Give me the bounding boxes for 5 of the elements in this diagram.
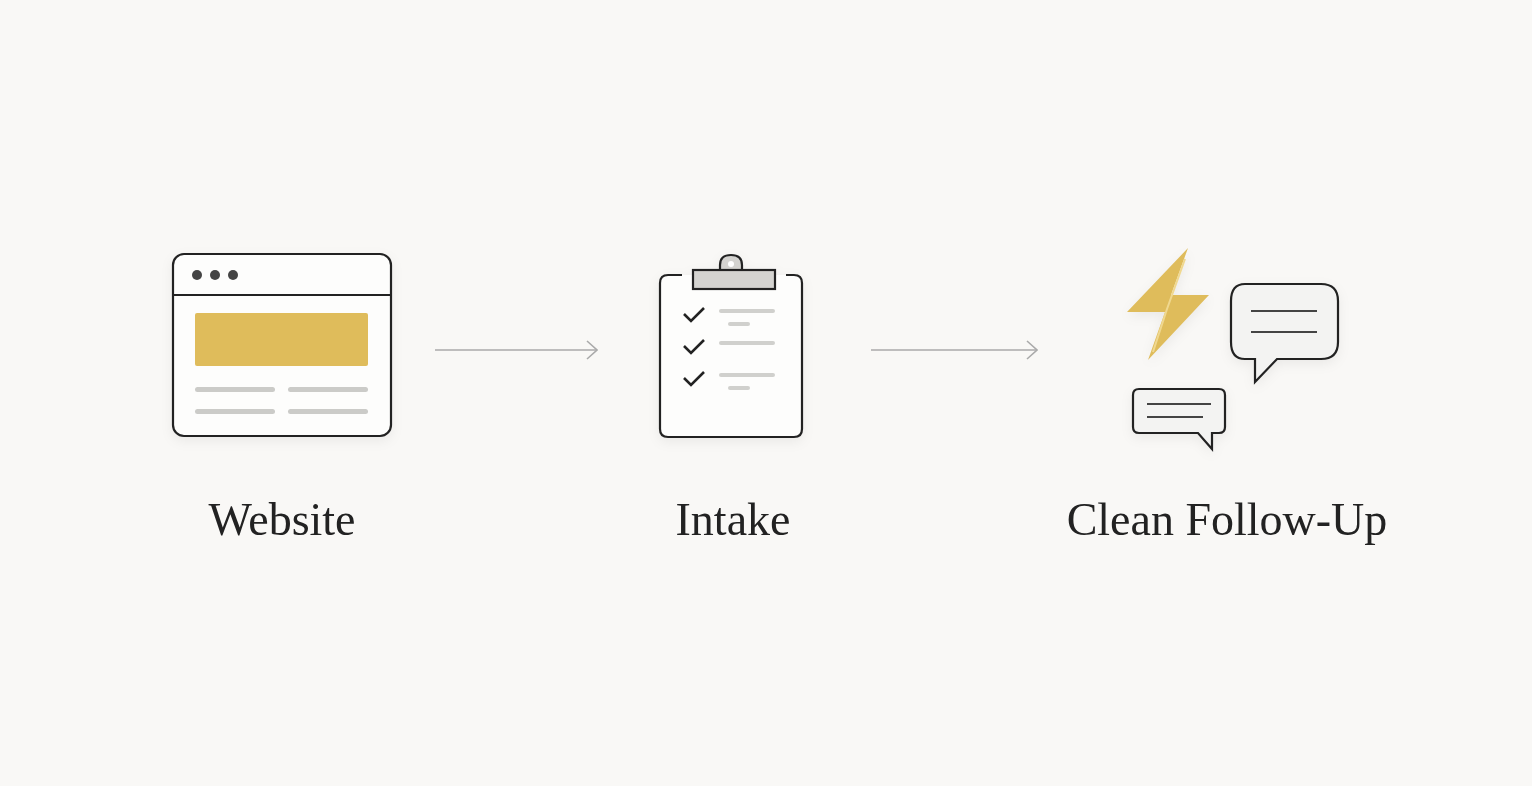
step-label: Clean Follow-Up	[1065, 493, 1389, 547]
step-label: Intake	[674, 493, 792, 547]
arrow	[870, 340, 1038, 360]
arrow	[434, 340, 598, 360]
step-label: Website	[207, 493, 357, 547]
